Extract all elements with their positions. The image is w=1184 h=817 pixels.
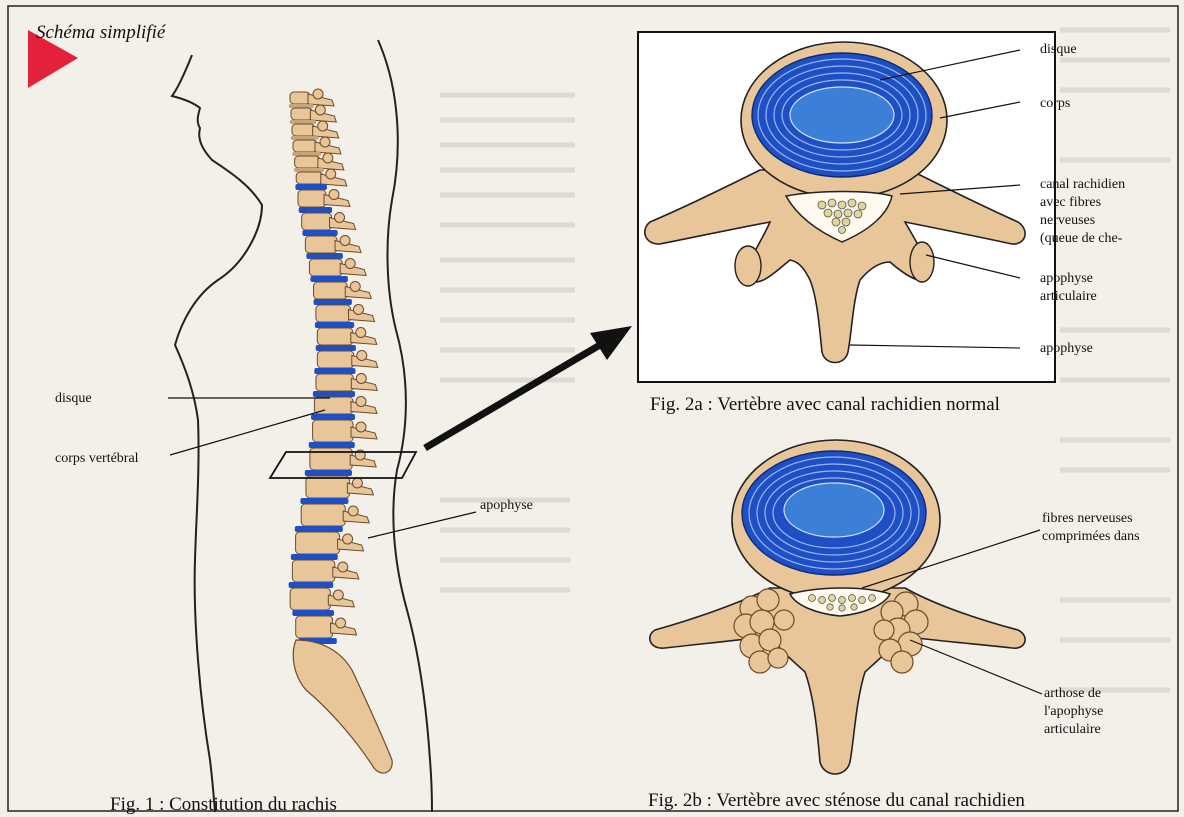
articular-facet — [350, 282, 360, 292]
label-fig2a-canal-line3: nerveuses — [1040, 213, 1095, 229]
articular-facet — [340, 236, 350, 246]
intervertebral-disc — [300, 498, 348, 504]
vertebra-body — [313, 420, 353, 442]
articular-facet — [357, 351, 367, 361]
label-fig2a-articulaire-line2: articulaire — [1040, 289, 1097, 305]
intervertebral-disc — [315, 322, 354, 328]
intervertebral-disc — [314, 299, 352, 305]
intervertebral-disc — [299, 207, 332, 213]
intervertebral-disc — [305, 470, 352, 476]
intervertebral-disc — [290, 120, 316, 124]
articular-facet — [326, 169, 336, 179]
articular-facet — [335, 213, 345, 223]
label-fig1-corps-vertebral: corps vertébral — [55, 451, 139, 467]
label-fig2b-arthose-line1: arthose de — [1044, 686, 1101, 702]
label-fig2a-disque: disque — [1040, 42, 1077, 58]
intervertebral-disc — [310, 276, 347, 282]
vertebra-body — [298, 190, 326, 207]
vertebra-body — [316, 305, 351, 322]
articular-facet — [323, 153, 333, 163]
articular-facet — [320, 137, 330, 147]
label-fig2b-arthose-line3: articulaire — [1044, 722, 1101, 738]
caption-fig2b: Fig. 2b : Vertèbre avec sténose du canal… — [648, 790, 1025, 812]
articular-facet — [356, 422, 366, 432]
vertebra-body — [306, 476, 349, 498]
label-fig1-apophyse: apophyse — [480, 498, 533, 514]
articular-facet — [318, 121, 328, 131]
articular-facet — [313, 89, 323, 99]
articular-facet — [356, 397, 366, 407]
articular-facet — [329, 190, 339, 200]
vertebra-body — [296, 172, 323, 184]
label-fig2a-corps: corps — [1040, 96, 1070, 112]
articular-facet — [345, 259, 355, 269]
articular-facet — [356, 374, 366, 384]
label-fig2b-fibres-line1: fibres nerveuses — [1042, 511, 1133, 527]
label-fig1-disque: disque — [55, 391, 92, 407]
caption-fig1: Fig. 1 : Constitution du rachis — [110, 794, 337, 816]
vertebra-body — [295, 156, 320, 168]
vertebra-body — [316, 374, 353, 391]
vertebra-body — [293, 140, 317, 152]
intervertebral-disc — [295, 184, 327, 190]
label-fig2a-apophyse: apophyse — [1040, 341, 1093, 357]
articular-facet — [315, 105, 325, 115]
intervertebral-disc — [294, 168, 324, 172]
intervertebral-disc — [313, 391, 355, 397]
articular-facet — [336, 618, 346, 628]
intervertebral-disc — [309, 442, 355, 448]
intervertebral-disc — [306, 253, 343, 259]
label-fig2b-fibres-line2: comprimées dans — [1042, 529, 1140, 545]
intervertebral-disc — [314, 368, 355, 374]
intervertebral-disc — [302, 230, 337, 236]
vertebra-body — [305, 236, 337, 253]
vertebra-body — [290, 588, 330, 610]
vertebra-body — [296, 616, 333, 638]
label-fig2b-arthose-line2: l'apophyse — [1044, 704, 1103, 720]
intervertebral-disc — [291, 554, 338, 560]
intervertebral-disc — [289, 104, 314, 108]
vertebra-body — [290, 92, 310, 104]
articular-facet — [343, 534, 353, 544]
articular-facet — [333, 590, 343, 600]
vertebra-body — [302, 213, 332, 230]
label-fig2a-articulaire-line1: apophyse — [1040, 271, 1093, 287]
vertebra-body — [314, 282, 348, 299]
intervertebral-disc — [289, 582, 334, 588]
vertebra-body — [291, 108, 312, 120]
vertebra-body — [317, 328, 353, 345]
vertebra-body — [317, 351, 353, 368]
vertebra-body — [292, 560, 334, 582]
label-fig2a-canal-line1: canal rachidien — [1040, 177, 1125, 193]
articular-facet — [348, 506, 358, 516]
articular-facet — [354, 305, 364, 315]
intervertebral-disc — [316, 345, 356, 351]
vertebra-body — [301, 504, 345, 526]
vertebra-body — [309, 259, 342, 276]
articular-facet — [338, 562, 348, 572]
intervertebral-disc — [292, 610, 334, 616]
label-fig2a-canal-line4: (queue de che- — [1040, 231, 1122, 247]
caption-fig2a: Fig. 2a : Vertèbre avec canal rachidien … — [650, 394, 1000, 416]
label-fig2a-canal-line2: avec fibres — [1040, 195, 1101, 211]
articular-facet — [356, 328, 366, 338]
intervertebral-disc — [292, 152, 321, 156]
articular-facet — [352, 478, 362, 488]
vertebra-body — [292, 124, 315, 136]
intervertebral-disc — [295, 526, 343, 532]
intervertebral-disc — [311, 414, 355, 420]
page-title: Schéma simplifié — [36, 22, 165, 44]
vertebra-body — [296, 532, 340, 554]
intervertebral-disc — [291, 136, 319, 140]
